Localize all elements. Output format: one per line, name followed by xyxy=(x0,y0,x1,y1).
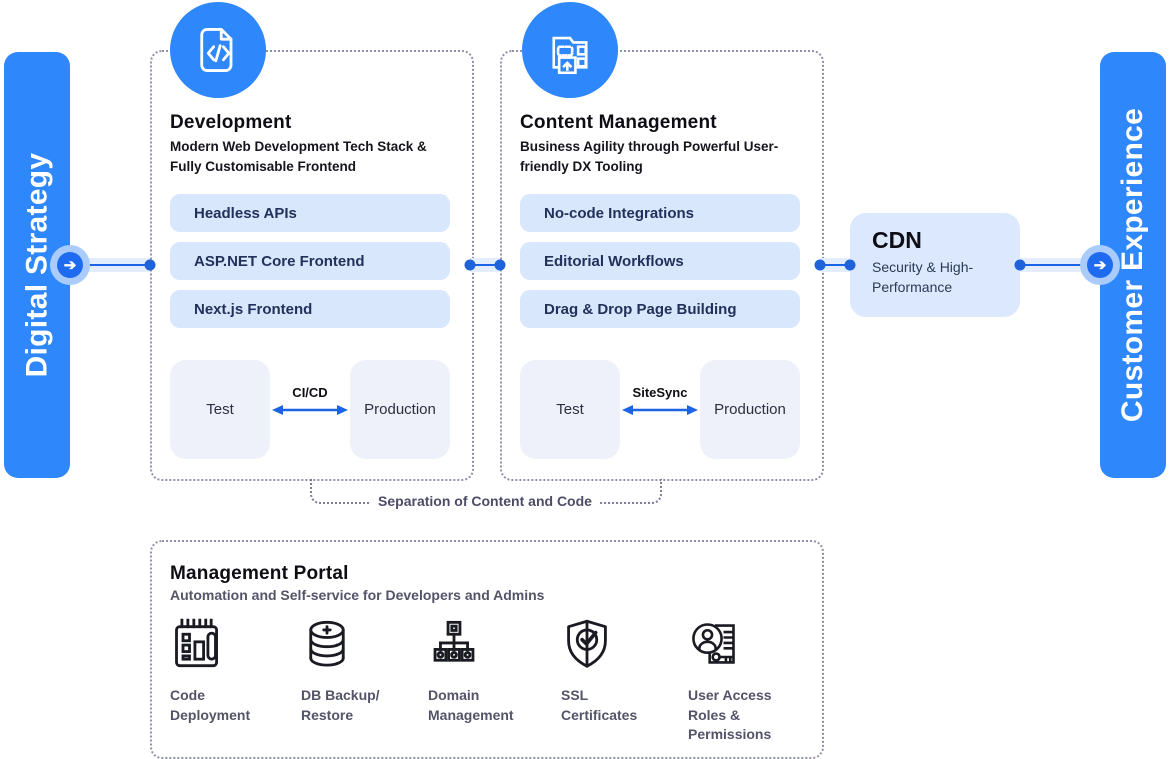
flow-start-badge: ➔ xyxy=(50,245,90,285)
development-title: Development xyxy=(170,112,292,133)
feature-pill: Drag & Drop Page Building xyxy=(520,290,800,328)
feature-pill: ASP.NET Core Frontend xyxy=(170,242,450,280)
arrow-right-icon: ➔ xyxy=(57,252,83,278)
tool-label: Code Deployment xyxy=(170,687,251,723)
tool-code-deployment: Code Deployment xyxy=(170,618,290,725)
db-backup-restore-icon xyxy=(309,620,345,667)
management-portal-title: Management Portal xyxy=(170,563,349,584)
tool-label: DB Backup/ Restore xyxy=(301,687,380,723)
cdn-subtitle: Security & High-Performance xyxy=(872,259,974,295)
sitesync-label: SiteSync xyxy=(632,385,688,400)
development-subtitle: Modern Web Development Tech Stack & Full… xyxy=(170,139,427,174)
double-arrow-icon xyxy=(272,405,348,415)
code-file-icon xyxy=(200,28,233,72)
development-badge xyxy=(170,2,266,98)
tool-label: Domain Management xyxy=(428,687,514,723)
separation-label: Separation of Content and Code xyxy=(370,493,600,509)
tool-domain-management: Domain Management xyxy=(428,618,548,725)
domain-management-icon xyxy=(433,620,475,662)
content-management-badge xyxy=(522,2,618,98)
connector-cm-to-cdn xyxy=(814,258,856,272)
tool-user-access: User Access Roles & Permissions xyxy=(688,618,808,745)
cicd-label: CI/CD xyxy=(292,385,328,400)
management-portal-panel xyxy=(150,540,824,759)
separation-bracket-right xyxy=(588,479,662,504)
feature-pill: Editorial Workflows xyxy=(520,242,800,280)
arrow-right-icon: ➔ xyxy=(1087,252,1113,278)
feature-pill: Next.js Frontend xyxy=(170,290,450,328)
tool-ssl-certificates: SSL Certificates xyxy=(561,618,681,725)
feature-pill: No-code Integrations xyxy=(520,194,800,232)
tool-label: User Access Roles & Permissions xyxy=(688,687,772,743)
cdn-box: CDN Security & High-Performance xyxy=(850,213,1020,317)
cm-production-box: Production xyxy=(700,360,800,459)
user-access-icon xyxy=(692,623,735,664)
flow-end-badge: ➔ xyxy=(1080,245,1120,285)
cm-test-box: Test xyxy=(520,360,620,459)
tool-label: SSL Certificates xyxy=(561,687,638,723)
connector-strategy-to-dev xyxy=(70,258,156,272)
separation-bracket-left xyxy=(310,479,384,504)
feature-pill: Headless APIs xyxy=(170,194,450,232)
dev-production-box: Production xyxy=(350,360,450,459)
double-arrow-icon xyxy=(622,405,698,415)
cdn-title: CDN xyxy=(872,227,922,253)
content-management-title: Content Management xyxy=(520,112,717,133)
digital-strategy-label: Digital Strategy xyxy=(20,152,54,378)
tool-db-backup-restore: DB Backup/ Restore xyxy=(301,618,421,725)
customer-experience-label: Customer Experience xyxy=(1116,107,1149,423)
connector-dev-to-cm xyxy=(464,258,506,272)
dev-test-box: Test xyxy=(170,360,270,459)
ssl-certificates-icon xyxy=(567,619,607,668)
code-deployment-icon xyxy=(175,618,218,668)
content-management-subtitle: Business Agility through Powerful User-f… xyxy=(520,139,779,174)
cms-layout-icon xyxy=(552,36,588,75)
management-portal-subtitle: Automation and Self-service for Develope… xyxy=(170,587,545,603)
